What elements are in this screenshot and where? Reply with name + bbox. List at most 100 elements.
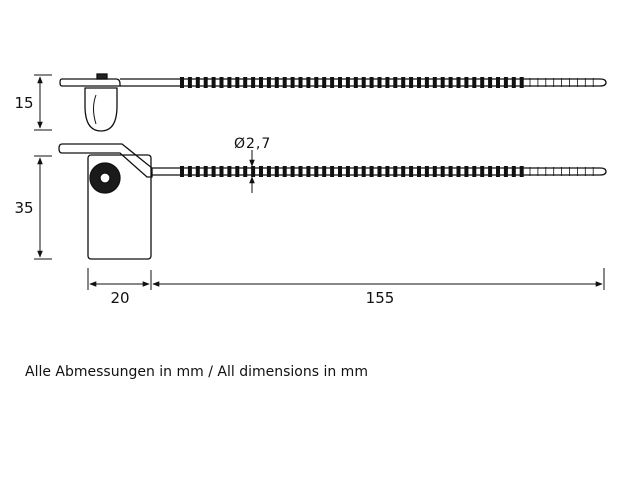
strap-bead bbox=[266, 77, 271, 88]
units-note: Alle Abmessungen in mm / All dimensions … bbox=[25, 364, 368, 380]
strap-bead bbox=[227, 166, 232, 177]
strap-bead bbox=[251, 166, 256, 177]
strap-bead bbox=[511, 166, 516, 177]
strap-bead bbox=[393, 77, 398, 88]
strap-bead bbox=[203, 77, 208, 88]
strap-bead bbox=[282, 77, 287, 88]
strap-bead bbox=[440, 166, 445, 177]
top-seal-dome bbox=[84, 87, 118, 132]
strap-bead bbox=[243, 77, 248, 88]
strap-bead bbox=[401, 166, 406, 177]
strap-bead bbox=[180, 77, 184, 88]
front-neck bbox=[58, 143, 153, 178]
strap-bead bbox=[503, 77, 508, 88]
strap-bead bbox=[187, 166, 192, 177]
strap-bead bbox=[456, 166, 461, 177]
strap-bead bbox=[480, 166, 485, 177]
strap-bead bbox=[361, 77, 366, 88]
strap-bead bbox=[424, 77, 429, 88]
dim-top-height-label: 15 bbox=[14, 94, 33, 112]
strap-bead bbox=[266, 166, 271, 177]
strap-bead bbox=[290, 77, 295, 88]
strap-bead bbox=[361, 166, 366, 177]
strap-bead bbox=[322, 77, 327, 88]
strap-bead bbox=[472, 166, 477, 177]
strap-bead bbox=[369, 77, 374, 88]
dim-strap-diameter-label: Ø2,7 bbox=[234, 136, 271, 152]
strap-bead bbox=[424, 166, 429, 177]
strap-bead bbox=[235, 77, 240, 88]
strap-bead bbox=[503, 166, 508, 177]
strap-bead bbox=[377, 166, 382, 177]
strap-bead bbox=[306, 166, 311, 177]
strap-bead bbox=[393, 166, 398, 177]
strap-bead bbox=[211, 77, 216, 88]
strap-bead bbox=[243, 166, 248, 177]
strap-bead bbox=[298, 166, 303, 177]
dim-tag-height-label: 35 bbox=[14, 199, 33, 217]
strap-bead bbox=[353, 166, 358, 177]
strap-bead bbox=[338, 166, 342, 177]
strap-bead bbox=[251, 77, 256, 88]
strap-bead bbox=[409, 166, 414, 177]
strap-bead bbox=[187, 77, 192, 88]
strap-bead bbox=[338, 77, 342, 88]
strap-bead bbox=[369, 166, 374, 177]
strap-bead bbox=[496, 77, 500, 88]
strap-bead bbox=[496, 166, 500, 177]
strap-bead bbox=[306, 77, 311, 88]
strap-bead bbox=[211, 166, 216, 177]
strap-bead bbox=[235, 166, 240, 177]
strap-bead bbox=[274, 166, 279, 177]
strap-bead bbox=[203, 166, 208, 177]
strap-bead bbox=[219, 166, 224, 177]
strap-bead bbox=[417, 77, 421, 88]
strap-bead bbox=[417, 166, 421, 177]
strap-bead bbox=[377, 77, 382, 88]
strap-bead bbox=[330, 77, 335, 88]
dim-strap-length-label: 155 bbox=[366, 289, 395, 307]
strap-bead bbox=[259, 166, 263, 177]
front-strap-beads bbox=[180, 166, 594, 177]
strap-bead bbox=[259, 77, 263, 88]
front-tag bbox=[87, 154, 152, 260]
strap-bead bbox=[353, 77, 358, 88]
strap-bead bbox=[480, 77, 485, 88]
strap-bead bbox=[345, 77, 350, 88]
strap-bead bbox=[330, 166, 335, 177]
strap-bead bbox=[298, 77, 303, 88]
strap-bead bbox=[401, 77, 406, 88]
top-head-plate bbox=[59, 78, 121, 87]
strap-bead bbox=[464, 166, 469, 177]
strap-bead bbox=[472, 77, 477, 88]
strap-bead bbox=[519, 166, 524, 177]
strap-bead bbox=[448, 166, 453, 177]
strap-bead bbox=[409, 77, 414, 88]
dim-top-height bbox=[34, 74, 52, 131]
top-knob bbox=[96, 73, 108, 80]
strap-bead bbox=[456, 77, 461, 88]
strap-bead bbox=[385, 77, 390, 88]
top-strap bbox=[120, 78, 607, 87]
strap-bead bbox=[464, 77, 469, 88]
strap-bead bbox=[322, 166, 327, 177]
strap-bead bbox=[345, 166, 350, 177]
strap-bead bbox=[314, 166, 319, 177]
strap-bead bbox=[440, 77, 445, 88]
strap-bead bbox=[488, 166, 493, 177]
strap-bead bbox=[385, 166, 390, 177]
strap-bead bbox=[282, 166, 287, 177]
strap-bead bbox=[511, 77, 516, 88]
strap-bead bbox=[448, 77, 453, 88]
strap-bead bbox=[227, 77, 232, 88]
top-view bbox=[59, 73, 607, 132]
strap-bead bbox=[314, 77, 319, 88]
strap-bead bbox=[432, 166, 437, 177]
strap-bead bbox=[290, 166, 295, 177]
strap-bead bbox=[274, 77, 279, 88]
strap-bead bbox=[519, 77, 524, 88]
dim-tag-width-label: 20 bbox=[110, 289, 129, 307]
front-grommet-inner bbox=[99, 172, 111, 184]
strap-bead bbox=[219, 77, 224, 88]
